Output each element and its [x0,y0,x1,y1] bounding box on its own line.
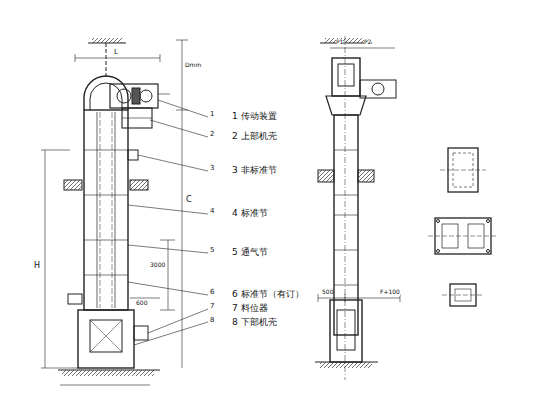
dimension-label: F+100 [380,289,400,296]
callout-number: 1 [210,111,214,119]
callout-number: 3 [210,165,214,173]
callout-number: 2 [210,131,214,139]
part-label: 8 下部机壳 [232,318,277,328]
dimension-label: P1 [336,39,343,46]
part-label: 1 传动装置 [232,112,277,122]
callout-number: 4 [210,208,214,216]
callout-number: 6 [210,289,214,297]
dimension-label: 600 [136,300,147,307]
dimension-label: H [34,262,40,271]
dimension-label: C [186,196,192,205]
part-label: 2 上部机壳 [232,132,277,142]
dimension-label: P2 [364,39,371,46]
part-label: 5 通气节 [232,248,268,258]
callout-number: 7 [210,303,214,311]
dimension-label: L [114,49,118,57]
callout-number: 5 [210,247,214,255]
callout-number: 8 [210,317,214,325]
part-label: 6 标准节（有订） [232,290,304,300]
part-label: 7 料位器 [232,304,268,314]
dimension-label: Dmm [185,62,201,69]
part-label: 4 标准节 [232,209,268,219]
part-label: 3 非标准节 [232,166,277,176]
dimension-label: 500 [322,289,333,296]
dimension-label: 3000 [150,262,165,269]
